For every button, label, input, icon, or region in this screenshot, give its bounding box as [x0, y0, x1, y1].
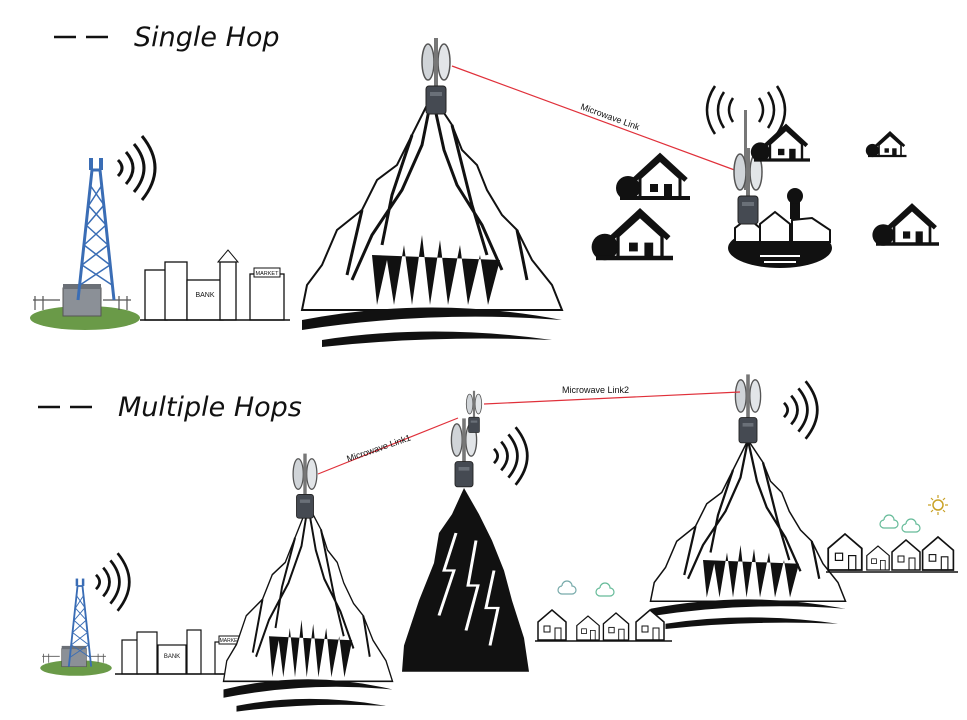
cell-tower — [76, 156, 116, 302]
house-icon — [592, 212, 673, 260]
cell-tower-base — [29, 283, 141, 331]
multiple-hops-heading: Multiple Hops — [38, 392, 302, 423]
microwave-link2-line — [483, 391, 741, 405]
market-sign: MARKET — [256, 271, 280, 277]
sun-icon — [928, 495, 948, 515]
cell-tower-base — [39, 645, 113, 677]
relay-signal-waves-icon — [782, 379, 819, 441]
village-houses — [826, 495, 958, 573]
relay-dish-radio-3 — [734, 373, 762, 444]
house-icon — [921, 536, 955, 571]
relay-signal-waves-icon — [492, 425, 529, 487]
single-hop-heading: Single Hop — [54, 22, 280, 53]
house-icon — [602, 612, 630, 641]
multiple-hops-title: Multiple Hops — [118, 392, 302, 423]
bank-sign: BANK — [195, 292, 214, 299]
cloud-icon — [879, 514, 899, 529]
house-icon — [866, 545, 890, 571]
house-icon — [537, 609, 567, 641]
bank-sign: BANK — [164, 654, 180, 660]
house-icon — [576, 615, 600, 641]
relay-dish-upper — [465, 390, 483, 434]
relay-mountain — [300, 93, 564, 349]
village-island — [728, 188, 832, 268]
relay-dish-radio-1 — [292, 452, 318, 519]
microwave-link1-line — [317, 417, 459, 475]
house-icon — [891, 539, 921, 571]
single-hop-section: Single Hop BANK MARKET Microwave Link — [29, 22, 939, 349]
village-houses — [535, 580, 672, 642]
relay-mountain-1 — [222, 503, 394, 713]
tower-signal-waves-icon — [94, 551, 131, 613]
house-icon — [872, 206, 939, 246]
single-hop-title: Single Hop — [134, 22, 280, 53]
relay-dish-radio — [421, 37, 451, 115]
town-buildings: BANK MARKET — [140, 249, 290, 321]
house-icon — [864, 131, 908, 159]
house-icon — [827, 533, 863, 571]
relay-mountain-3 — [649, 438, 847, 631]
microwave-link1-label: Microwave Link1 — [345, 433, 412, 464]
market-sign: MARKET — [220, 638, 241, 644]
microwave-link-line — [451, 65, 741, 173]
cloud-icon — [595, 582, 615, 597]
cloud-icon — [557, 580, 577, 595]
house-icon — [751, 126, 810, 161]
microwave-link2-label: Microwave Link2 — [562, 385, 629, 395]
cloud-icon — [901, 518, 921, 533]
house-icon — [616, 156, 690, 200]
multiple-hops-section: Multiple Hops BANK MARKET — [38, 373, 958, 713]
relay-mountain-2 — [400, 486, 531, 674]
tower-signal-waves-icon — [116, 134, 157, 202]
village-mast — [744, 110, 747, 190]
